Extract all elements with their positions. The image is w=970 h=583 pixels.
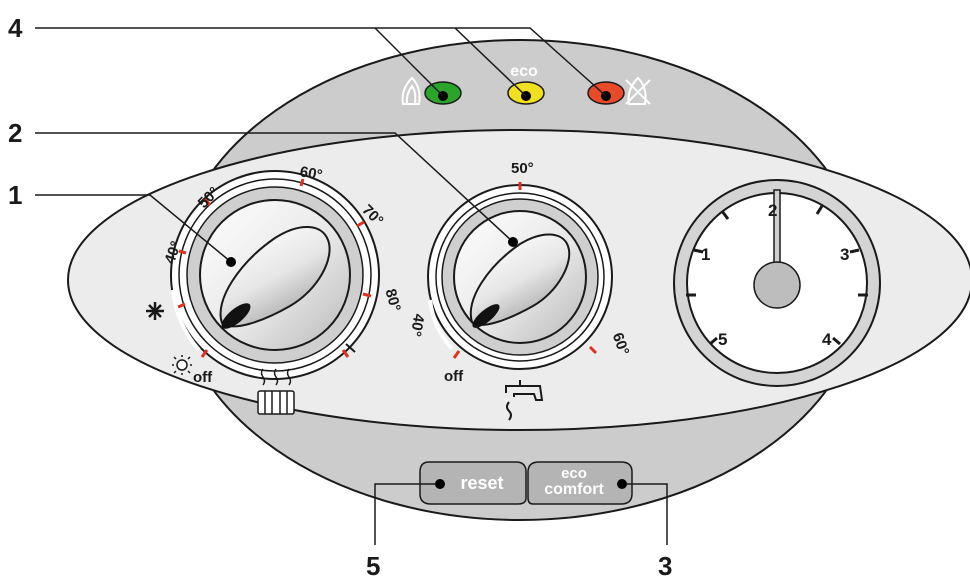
- reset-button-label: reset: [460, 473, 503, 493]
- gauge-label-1: 1: [701, 245, 710, 264]
- heating-knob[interactable]: [170, 170, 380, 380]
- callout-2: 2: [8, 118, 22, 148]
- water-label-50: 50°: [511, 160, 534, 177]
- water-label-40: 40°: [407, 312, 428, 337]
- flame-icon: [401, 76, 421, 105]
- callout-5: 5: [366, 551, 380, 581]
- water-label-60: 60°: [609, 330, 633, 357]
- eco-comfort-label-line2: comfort: [544, 481, 604, 498]
- radiator-icon: [257, 368, 295, 415]
- eco-comfort-label-line1: eco: [561, 465, 587, 482]
- callout-3: 3: [658, 551, 672, 581]
- water-off-label: off: [444, 368, 464, 385]
- gauge-label-4: 4: [822, 330, 832, 349]
- eco-label: eco: [510, 63, 538, 80]
- reset-button[interactable]: reset: [419, 461, 527, 505]
- callout-1: 1: [8, 180, 22, 210]
- faucet-icon: [505, 380, 544, 421]
- heating-label-40: 40°: [161, 239, 185, 266]
- hot-water-knob[interactable]: [427, 182, 613, 370]
- flame-crossed-icon: [625, 76, 651, 105]
- callout-4: 4: [8, 13, 23, 43]
- heating-label-80: 80°: [382, 287, 404, 313]
- callout-leaders: [35, 27, 668, 545]
- gauge-label-5: 5: [718, 330, 727, 349]
- pressure-gauge: [673, 179, 881, 387]
- gauge-label-3: 3: [840, 245, 849, 264]
- heating-off-label: off: [193, 369, 213, 386]
- heating-label-60: 60°: [298, 163, 323, 184]
- callout-dots: [226, 237, 627, 489]
- snowflake-icon: [146, 302, 164, 320]
- sun-icon: [172, 355, 192, 375]
- eco-comfort-button[interactable]: eco comfort: [527, 461, 633, 505]
- gauge-label-2: 2: [768, 201, 777, 220]
